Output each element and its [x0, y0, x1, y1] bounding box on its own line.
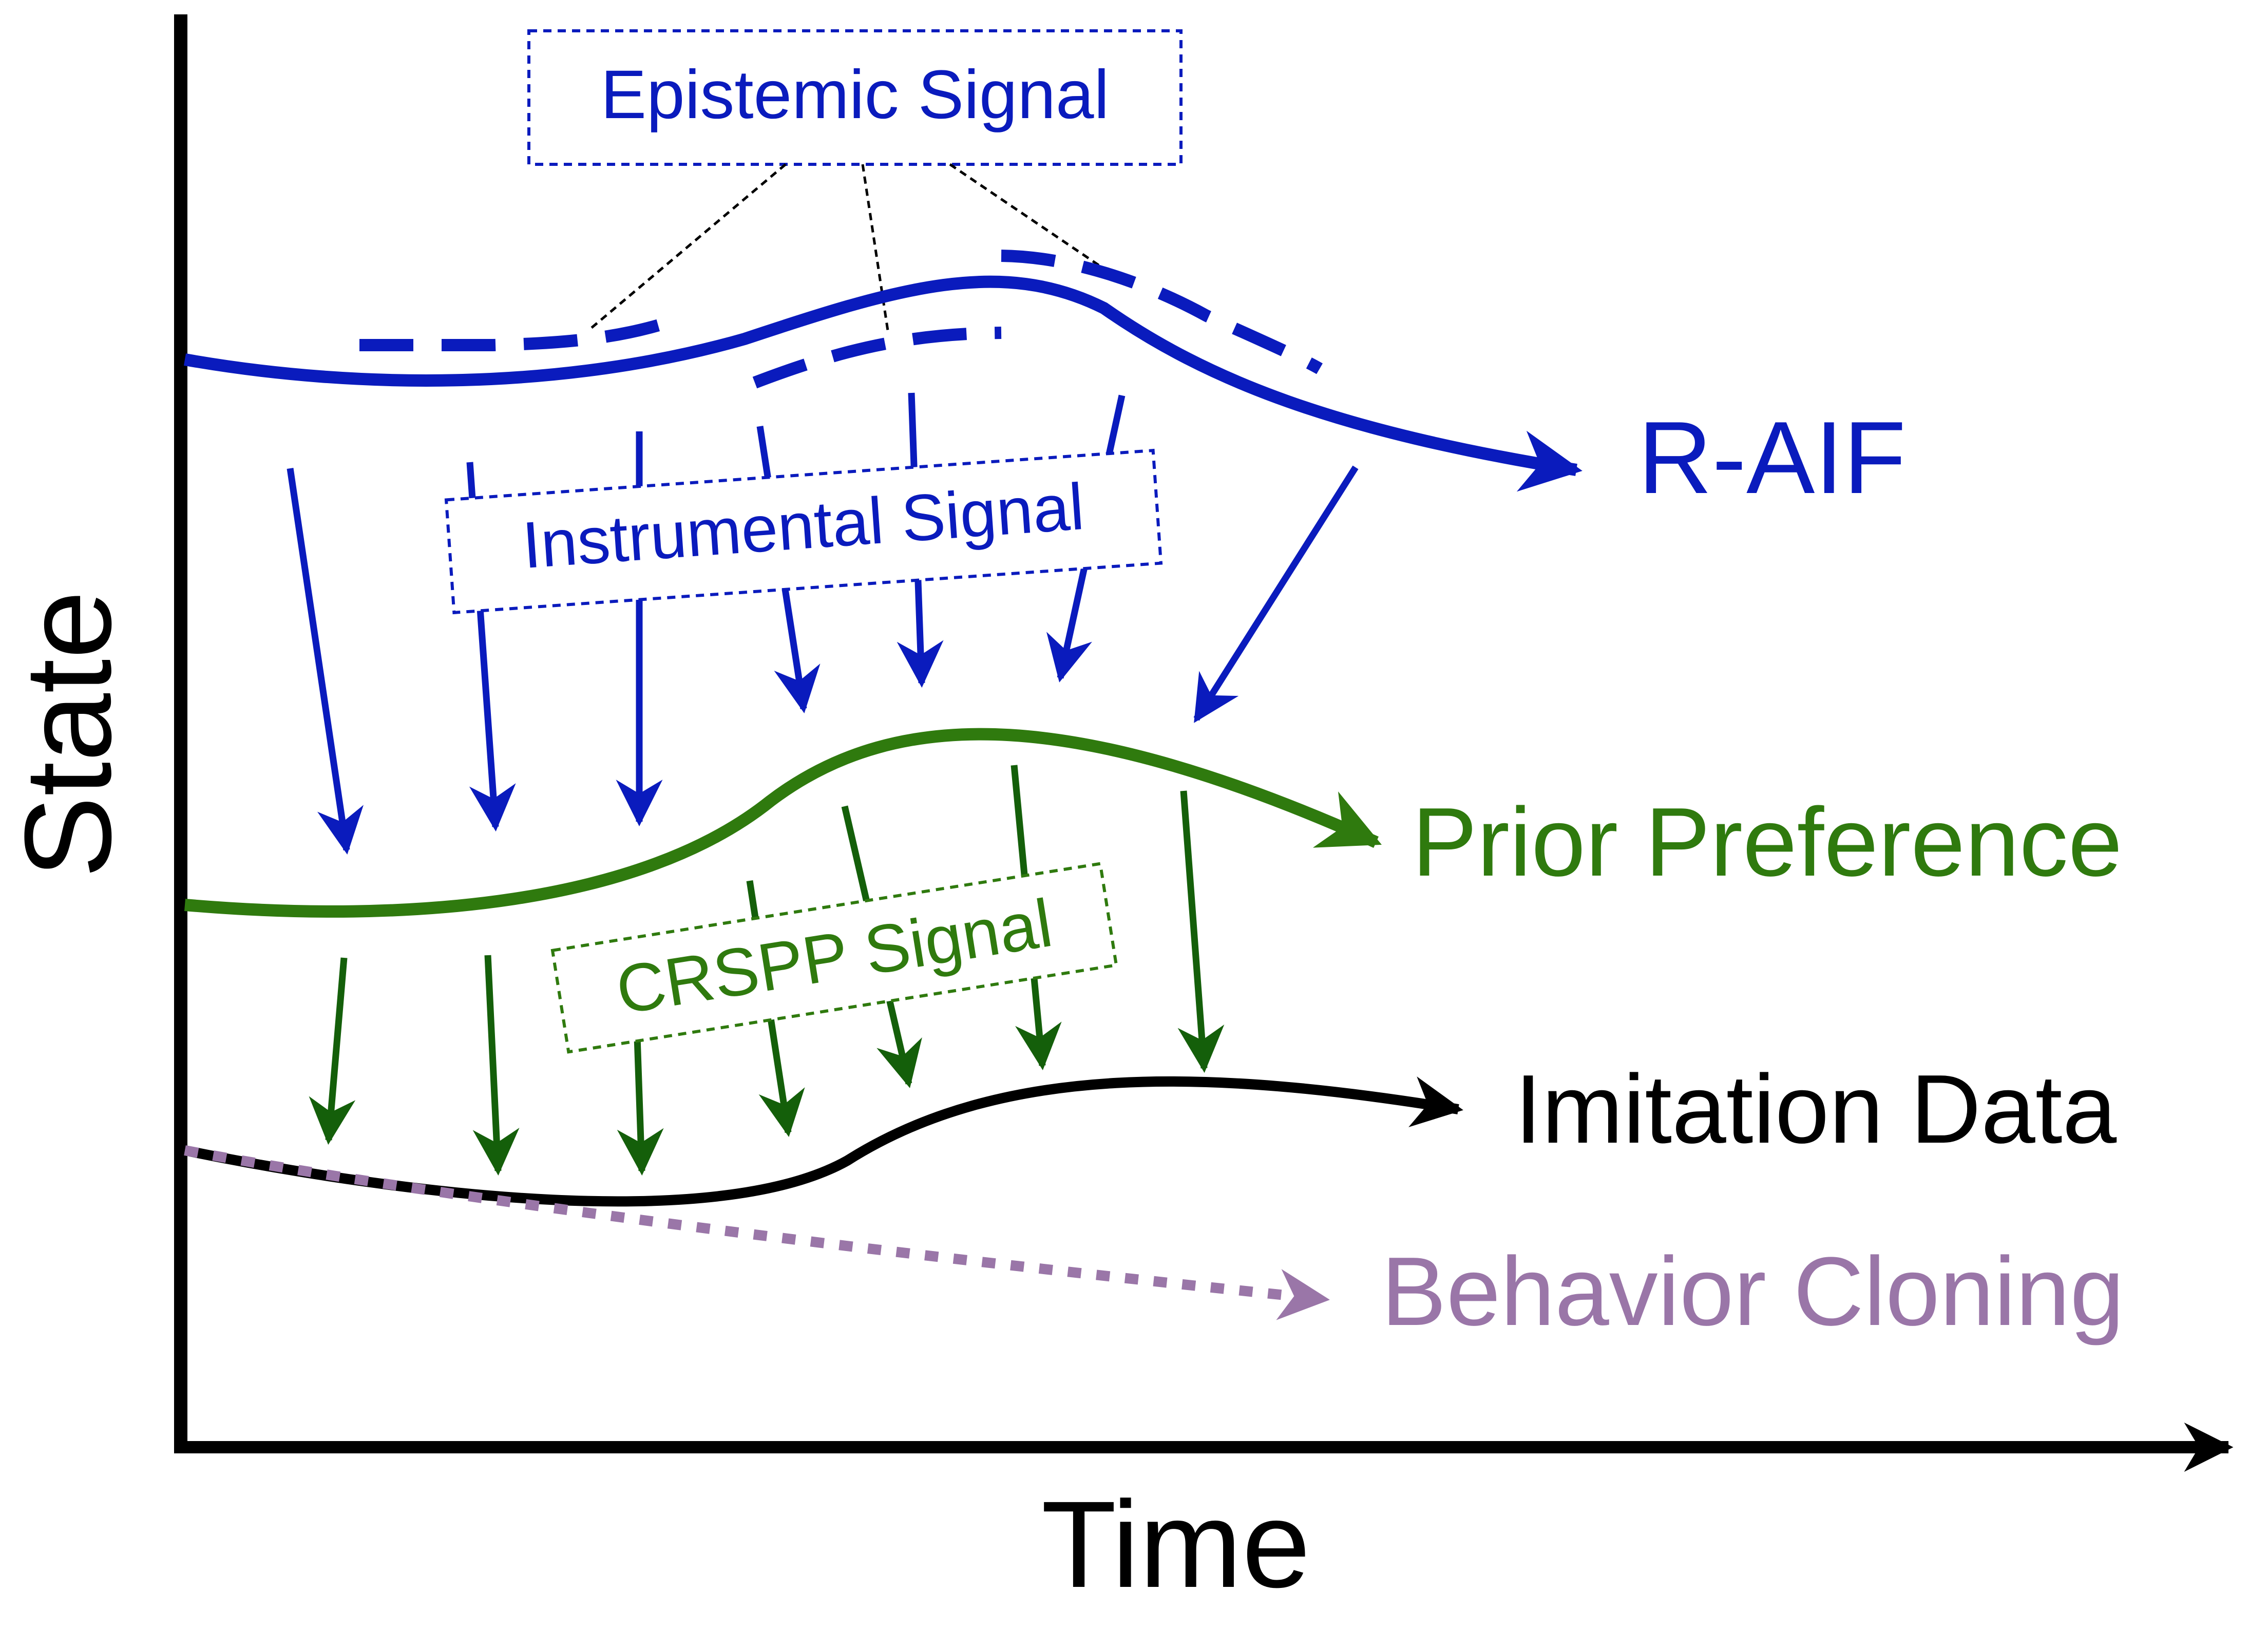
epistemic-leader-left [589, 163, 787, 330]
prior-preference-label: Prior Preference [1412, 788, 2122, 897]
instrumental-arrow [1193, 465, 1359, 723]
epistemic-leader-right [949, 163, 1110, 274]
epistemic-signal-box [527, 29, 1183, 166]
instrumental-arrows [287, 392, 1359, 855]
y-axis-label: State [0, 591, 137, 878]
epistemic-signal-label: Epistemic Signal [601, 56, 1110, 133]
crspp-signal-box [550, 862, 1118, 1054]
instrumental-arrow [287, 468, 364, 855]
behavior-cloning-label: Behavior Cloning [1381, 1237, 2124, 1346]
prior-preference-curve [184, 728, 1382, 918]
instrumental-signal-box [444, 448, 1163, 615]
crspp-arrow [309, 957, 356, 1145]
epistemic-dashed-trajectory-right [1001, 250, 1323, 374]
raif-label: R-AIF [1638, 401, 1906, 515]
crspp-arrow [1177, 790, 1225, 1073]
behavior-cloning-curve [184, 1145, 1330, 1320]
crspp-arrow [617, 1021, 664, 1176]
epistemic-leader-middle [861, 164, 890, 334]
imitation-data-label: Imitation Data [1515, 1055, 2117, 1164]
epistemic-dashed-trajectory-middle [752, 327, 1002, 389]
x-axis-label: Time [1041, 1475, 1310, 1613]
raif-curve [183, 275, 1583, 492]
imitation-data-curve [183, 1076, 1463, 1207]
epistemic-dashed-trajectory-left [359, 315, 675, 351]
crspp-arrow [472, 955, 520, 1176]
